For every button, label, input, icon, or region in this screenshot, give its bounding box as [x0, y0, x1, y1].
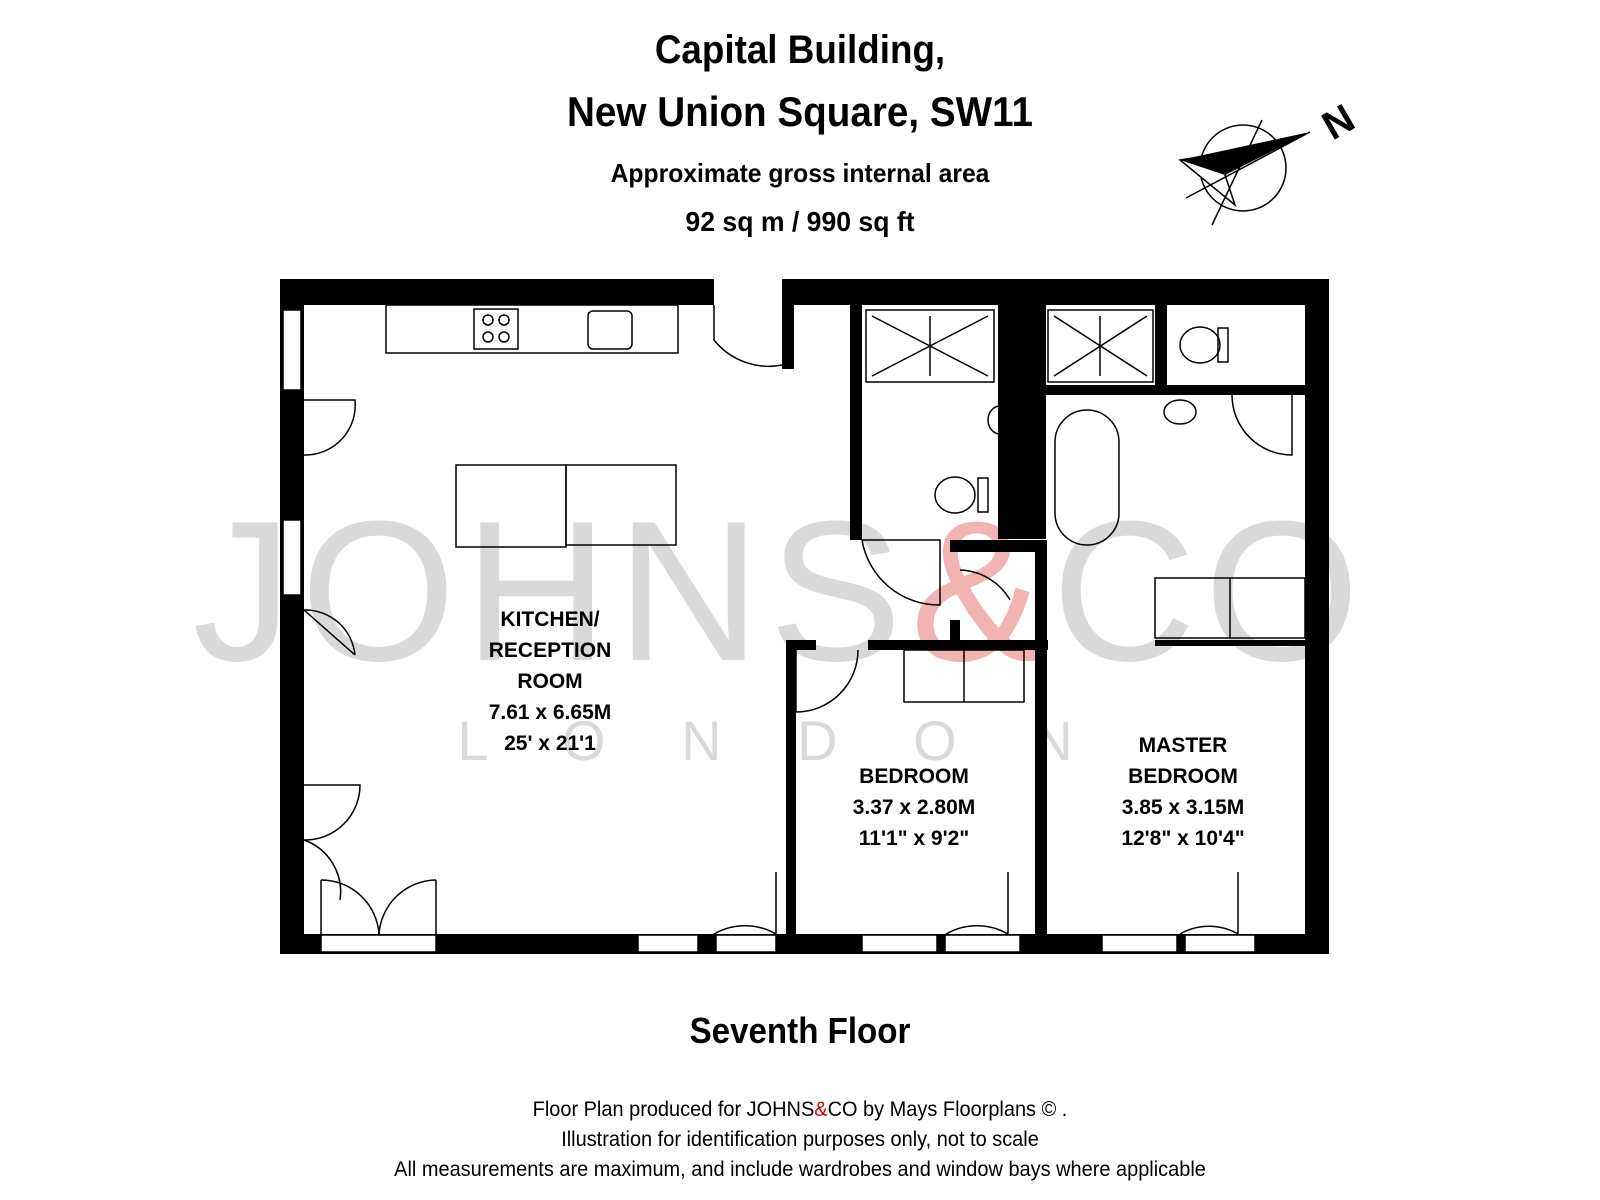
hob-icon — [473, 308, 519, 350]
basin-icon — [987, 405, 1013, 435]
footer-disclaimer: Illustration for identification purposes… — [561, 1128, 1039, 1151]
kitchen-counter — [385, 304, 679, 354]
room-dimensions-imperial: 25' x 21'1 — [504, 732, 596, 755]
shower-icon — [1047, 309, 1154, 383]
sink-icon — [587, 310, 633, 350]
toilet-icon — [934, 476, 976, 514]
doors — [303, 305, 1293, 936]
room-dimensions-metric: 3.85 x 3.15M — [1122, 796, 1245, 819]
room-kitchen-reception: KITCHEN/ RECEPTION ROOM 7.61 x 6.65M 25'… — [489, 608, 612, 755]
basin-icon — [1163, 399, 1197, 425]
title-line-2: New Union Square, SW11 — [567, 88, 1033, 135]
fixtures — [385, 304, 1306, 703]
compass-north-label: N — [1315, 96, 1362, 149]
room-name: MASTER — [1139, 734, 1228, 757]
room-dimensions-metric: 3.37 x 2.80M — [853, 796, 976, 819]
walls — [280, 279, 1329, 954]
room-dimensions-metric: 7.61 x 6.65M — [489, 701, 612, 724]
windows — [282, 309, 1256, 953]
title-line-1: Capital Building, — [654, 28, 946, 72]
room-dimensions-imperial: 11'1" x 9'2" — [859, 827, 970, 850]
compass-icon: N — [1178, 96, 1362, 226]
watermark-city: L O N D O N — [457, 709, 1102, 772]
room-bedroom: BEDROOM 3.37 x 2.80M 11'1" x 9'2" — [853, 765, 976, 850]
room-name: KITCHEN/ — [500, 608, 599, 631]
bath-icon — [1054, 409, 1120, 546]
area-value: 92 sq m / 990 sq ft — [685, 206, 915, 237]
area-label: Approximate gross internal area — [610, 158, 990, 188]
footer-measurements-note: All measurements are maximum, and includ… — [394, 1158, 1206, 1181]
floor-label: Seventh Floor — [689, 1010, 911, 1051]
room-name: RECEPTION — [489, 639, 612, 662]
watermark-brand: JOHNS&CO — [192, 480, 1367, 703]
room-master-bedroom: MASTER BEDROOM 3.85 x 3.15M 12'8" x 10'4… — [1121, 734, 1244, 850]
shower-icon — [865, 309, 995, 383]
footer-credit: Floor Plan produced for JOHNS&CO by Mays… — [532, 1098, 1068, 1121]
room-name: BEDROOM — [859, 765, 969, 788]
toilet-icon — [1179, 326, 1221, 364]
room-dimensions-imperial: 12'8" x 10'4" — [1121, 827, 1244, 850]
watermark: JOHNS&CO L O N D O N — [192, 480, 1367, 772]
room-name: ROOM — [517, 670, 582, 693]
room-name: BEDROOM — [1128, 765, 1238, 788]
